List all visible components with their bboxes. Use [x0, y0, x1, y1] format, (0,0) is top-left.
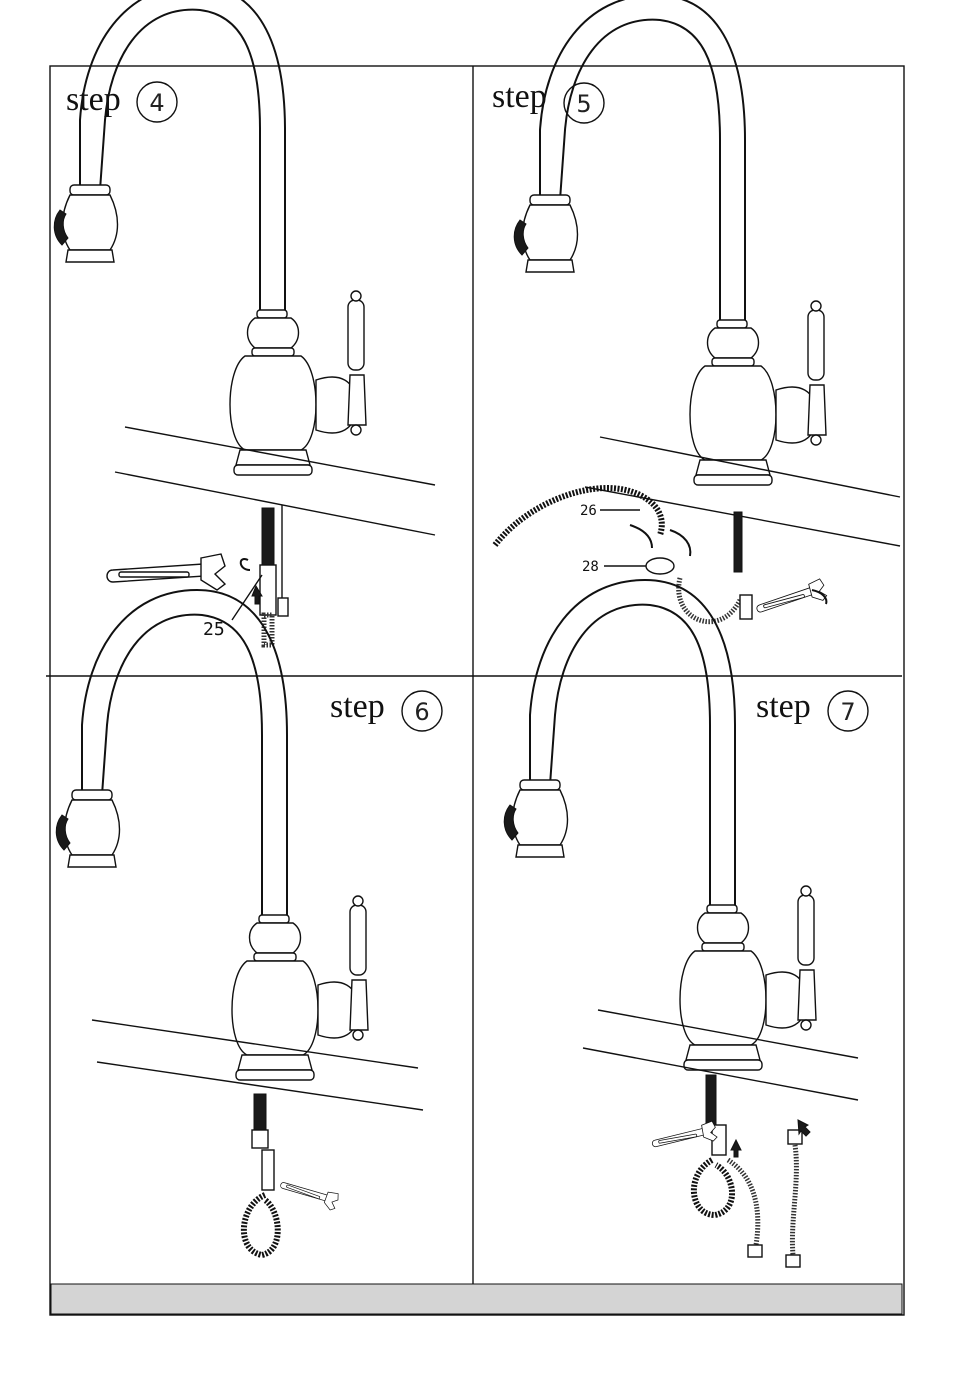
- wrench-illustration: [754, 578, 828, 617]
- rotate-arrow-icon: [241, 559, 250, 570]
- step-7-panel: step 7: [504, 580, 868, 1267]
- step-5-number: 5: [576, 90, 591, 118]
- faucet-illustration: [514, 0, 826, 485]
- footer-bar: [51, 1284, 902, 1314]
- step-5-panel: step 5 26 28: [492, 0, 900, 622]
- spring-hose-26: [495, 488, 662, 545]
- braided-hose: [679, 578, 740, 622]
- supply-hose: [262, 508, 274, 568]
- weight-28: [646, 558, 674, 574]
- step-5-title: step: [492, 78, 547, 115]
- faucet-illustration: [54, 0, 366, 475]
- hose-fitting: [748, 1245, 762, 1257]
- countertop-edge: [115, 472, 435, 535]
- faucet-illustration: [504, 580, 816, 1070]
- hose-fitting: [786, 1255, 800, 1267]
- supply-hose: [706, 1075, 716, 1125]
- curved-arrow-icon: [670, 530, 690, 556]
- braided-hose: [728, 1160, 758, 1245]
- callout-28: 28: [582, 559, 599, 575]
- callout-25: 25: [203, 619, 225, 640]
- hose-fitting: [278, 598, 288, 616]
- wrench-illustration: [650, 1121, 717, 1152]
- wrench-illustration: [107, 554, 225, 590]
- callout-26: 26: [580, 503, 597, 519]
- hose-fitting: [262, 1150, 274, 1190]
- curved-arrow-icon: [630, 525, 652, 548]
- step-4-number: 4: [149, 89, 164, 117]
- braided-hose: [792, 1145, 796, 1255]
- supply-hose: [734, 512, 742, 572]
- step-7-title: step: [756, 688, 811, 725]
- step-4-panel: step 4 25: [54, 0, 435, 645]
- wrench-illustration: [278, 1174, 340, 1211]
- up-arrow-icon: [731, 1140, 741, 1157]
- faucet-illustration: [56, 590, 368, 1080]
- hose-fitting: [740, 595, 752, 619]
- step-4-title: step: [66, 81, 121, 118]
- hose-fitting: [260, 565, 276, 615]
- up-left-arrow-icon: [798, 1120, 810, 1136]
- spring-hose: [694, 1160, 732, 1215]
- step-7-number: 7: [840, 698, 855, 726]
- spring-hose: [244, 1195, 278, 1255]
- supply-hose: [254, 1094, 266, 1134]
- step-6-number: 6: [414, 698, 429, 726]
- hose-fitting: [252, 1130, 268, 1148]
- step-6-title: step: [330, 688, 385, 725]
- step-6-panel: step 6: [56, 590, 442, 1255]
